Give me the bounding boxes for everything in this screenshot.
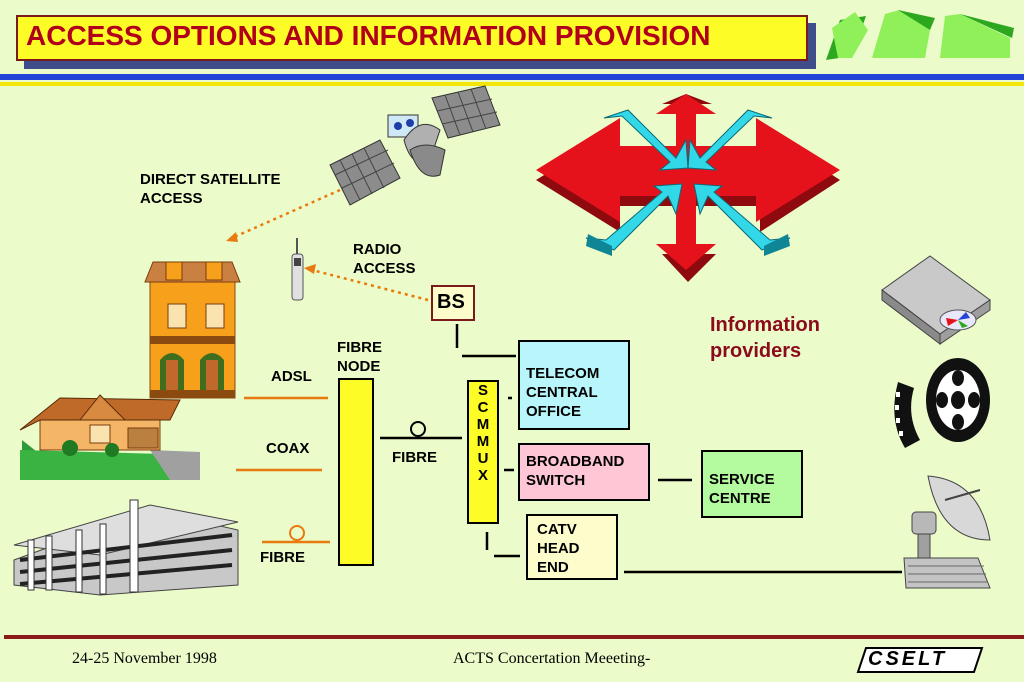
fibre-access-label: FIBRE — [260, 549, 305, 566]
townhouse-icon — [144, 261, 241, 399]
information-providers-label: Information providers — [710, 314, 820, 362]
office-building-icon — [13, 499, 239, 596]
bottom-stripe — [4, 635, 1024, 639]
arrows-logo-icon — [536, 94, 840, 282]
broadband-box: BROADBAND SWITCH — [518, 443, 650, 501]
film-reel-icon — [894, 358, 990, 448]
catv-box: CATV HEAD END — [526, 514, 618, 580]
cd-drive-icon — [881, 255, 991, 346]
footer-date: 24-25 November 1998 — [72, 650, 217, 667]
house-icon — [19, 394, 200, 480]
top-stripe-yellow — [0, 82, 1024, 86]
page-title: ACCESS OPTIONS AND INFORMATION PROVISION — [26, 20, 711, 51]
scm-mux-box: S C M M U X — [467, 380, 499, 524]
adsl-label: ADSL — [271, 368, 312, 385]
telecom-box: TELECOM CENTRAL OFFICE — [518, 340, 630, 430]
top-stripe-blue — [0, 74, 1024, 80]
service-centre-box: SERVICE CENTRE — [701, 450, 803, 518]
fibre-node-label: FIBRE NODE — [337, 339, 382, 375]
satellite-dish-icon — [903, 475, 991, 589]
green-arrows-icon — [826, 10, 1014, 60]
footer-event: ACTS Concertation Meeeting- — [453, 650, 651, 667]
title-box — [16, 15, 808, 61]
footer-logo: CSELT — [868, 648, 948, 670]
fibre-node-box — [338, 378, 374, 566]
radio-label: RADIO ACCESS — [353, 241, 416, 277]
mobile-phone-icon — [291, 238, 304, 301]
coax-label: COAX — [266, 440, 310, 457]
satellite-label: DIRECT SATELLITE ACCESS — [140, 171, 281, 207]
satellite-icon — [329, 85, 501, 206]
cselt-logo-icon — [856, 647, 984, 673]
bs-box: BS — [431, 285, 475, 321]
fibre-link-label: FIBRE — [392, 449, 437, 466]
